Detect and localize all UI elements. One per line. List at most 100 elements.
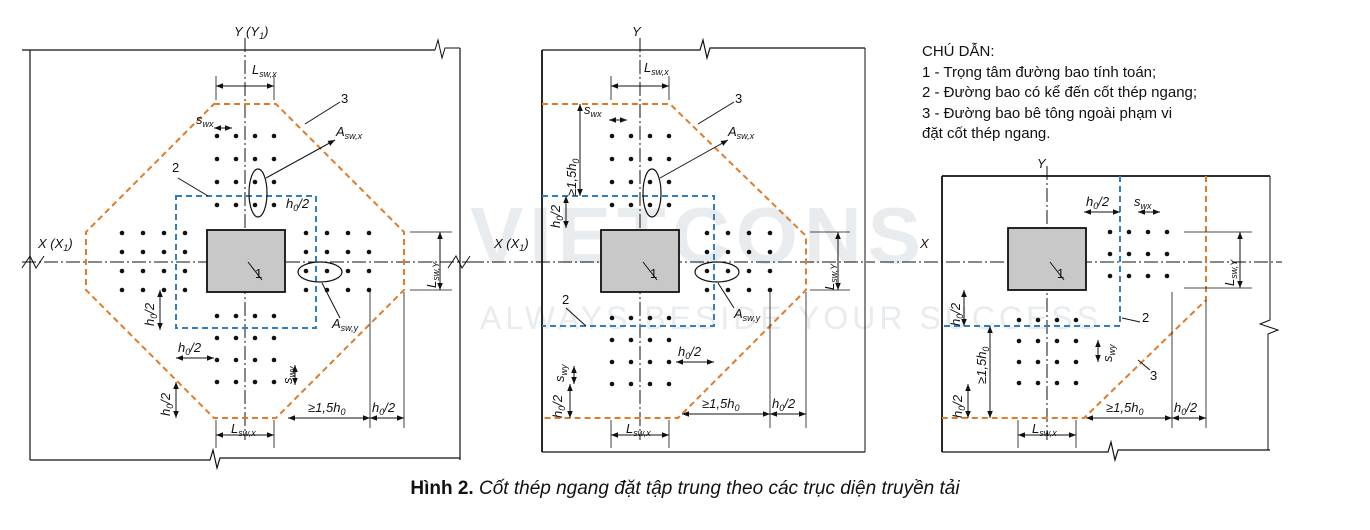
label-swy: swy bbox=[552, 364, 569, 382]
rebar-dot bbox=[252, 313, 258, 319]
panel-3: Y X h0/2 swx Lsw,x ≥1,5h0 h0/2 2 3 1 h0/… bbox=[880, 156, 1282, 463]
contour-2 bbox=[175, 195, 317, 329]
contour-2 bbox=[942, 176, 1121, 327]
rebar-dot bbox=[345, 268, 351, 274]
rebar-dot bbox=[214, 179, 220, 185]
label-y-axis: Y bbox=[1037, 156, 1047, 171]
rebar-dot bbox=[233, 357, 239, 363]
rebar-dot bbox=[1073, 359, 1079, 365]
rebar-dot bbox=[324, 268, 330, 274]
leader-3 bbox=[304, 101, 341, 125]
label-lswx-top: Lsw,x bbox=[644, 60, 669, 77]
break-mark bbox=[447, 255, 471, 269]
label-asw-x: Asw,x bbox=[727, 124, 755, 141]
label-y-axis: Y bbox=[632, 24, 642, 39]
rebar-dot bbox=[647, 315, 653, 321]
rebar-dot bbox=[666, 202, 672, 208]
rebar-dot bbox=[1054, 317, 1060, 323]
label-h0-2-c: h0/2 bbox=[1174, 400, 1198, 417]
rebar-dot bbox=[1016, 338, 1022, 344]
rebar-dot bbox=[628, 133, 634, 139]
rebar-dot bbox=[1073, 338, 1079, 344]
legend-item-2: 2 - Đường bao có kể đến cốt thép ngang; bbox=[922, 84, 1198, 101]
rebar-dot bbox=[628, 315, 634, 321]
rebar-dot bbox=[767, 230, 773, 236]
rebar-dot bbox=[1107, 273, 1113, 279]
rebar-dot bbox=[252, 179, 258, 185]
rebar-dot bbox=[345, 230, 351, 236]
rebar-dot bbox=[666, 133, 672, 139]
rebar-dot bbox=[182, 287, 188, 293]
rebar-dots bbox=[1016, 229, 1170, 386]
break-mark bbox=[434, 38, 460, 60]
rebar-dot bbox=[628, 381, 634, 387]
rebar-dot bbox=[366, 249, 372, 255]
rebar-dot bbox=[666, 179, 672, 185]
rebar-dot bbox=[345, 287, 351, 293]
rebar-dot bbox=[647, 156, 653, 162]
leader-1 bbox=[642, 261, 658, 281]
label-2: 2 bbox=[1142, 310, 1149, 325]
label-swy: swy bbox=[1100, 344, 1117, 362]
rebar-dot bbox=[609, 337, 615, 343]
rebar-dot bbox=[1145, 229, 1151, 235]
rebar-dot bbox=[609, 133, 615, 139]
leader-asw-x bbox=[659, 139, 729, 179]
leader-3 bbox=[697, 101, 735, 125]
label-3: 3 bbox=[1150, 368, 1157, 383]
figure-caption: Hình 2. Cốt thép ngang đặt tập trung the… bbox=[0, 478, 1370, 500]
rebar-dot bbox=[1073, 317, 1079, 323]
label-swx: swx bbox=[196, 112, 214, 129]
rebar-dot bbox=[767, 249, 773, 255]
rebar-dot bbox=[233, 313, 239, 319]
rebar-dot bbox=[647, 337, 653, 343]
label-h0-2-e: h0/2 bbox=[550, 394, 567, 418]
label-1: 1 bbox=[1057, 266, 1064, 281]
rebar-dot bbox=[161, 287, 167, 293]
reinforcement-diagram: Y (Y1) X (X1) Lsw,x Lsw,x swx Asw,x Asw,… bbox=[21, 24, 1282, 470]
rebar-dot bbox=[628, 202, 634, 208]
rebar-dot bbox=[746, 268, 752, 274]
label-3: 3 bbox=[341, 91, 348, 106]
rebar-dot bbox=[271, 179, 277, 185]
rebar-dot bbox=[214, 156, 220, 162]
panel-2: Y X (X1) Lsw,x Lsw,x swx Asw,x Asw,y 3 2… bbox=[447, 24, 875, 453]
rebar-dot bbox=[119, 287, 125, 293]
label-lswy: Lsw,Y bbox=[424, 261, 441, 288]
rebar-dot bbox=[119, 268, 125, 274]
rebar-dot bbox=[1145, 273, 1151, 279]
rebar-dot bbox=[324, 249, 330, 255]
rebar-dot bbox=[271, 379, 277, 385]
rebar-dot bbox=[271, 313, 277, 319]
rebar-dot bbox=[182, 249, 188, 255]
rebar-dot bbox=[609, 381, 615, 387]
rebar-dot bbox=[628, 156, 634, 162]
rebar-dot bbox=[1035, 380, 1041, 386]
rebar-dot bbox=[345, 249, 351, 255]
label-lswx-bottom: Lsw,x bbox=[1032, 421, 1057, 438]
rebar-dot bbox=[233, 179, 239, 185]
label-h0-2-a: h0/2 bbox=[1086, 194, 1110, 211]
rebar-dot bbox=[609, 315, 615, 321]
rebar-dot bbox=[647, 179, 653, 185]
rebar-group-ellipse-y bbox=[694, 261, 740, 283]
rebar-dot bbox=[233, 335, 239, 341]
rebar-dot bbox=[303, 287, 309, 293]
rebar-dot bbox=[1145, 251, 1151, 257]
rebar-dot bbox=[366, 287, 372, 293]
label-lswy: Lsw,Y bbox=[1222, 259, 1239, 286]
rebar-dot bbox=[704, 268, 710, 274]
rebar-dot bbox=[1016, 380, 1022, 386]
rebar-dot bbox=[252, 133, 258, 139]
rebar-dot bbox=[1126, 273, 1132, 279]
rebar-dot bbox=[666, 315, 672, 321]
rebar-dot bbox=[746, 287, 752, 293]
rebar-dot bbox=[666, 359, 672, 365]
label-swx: swx bbox=[584, 102, 602, 119]
label-x-axis: X (X1) bbox=[37, 236, 73, 253]
rebar-dot bbox=[271, 156, 277, 162]
panel-1: Y (Y1) X (X1) Lsw,x Lsw,x swx Asw,x Asw,… bbox=[21, 24, 470, 470]
rebar-dot bbox=[366, 230, 372, 236]
label-lswx-bottom: Lsw,x bbox=[231, 421, 256, 438]
rebar-dot bbox=[767, 287, 773, 293]
